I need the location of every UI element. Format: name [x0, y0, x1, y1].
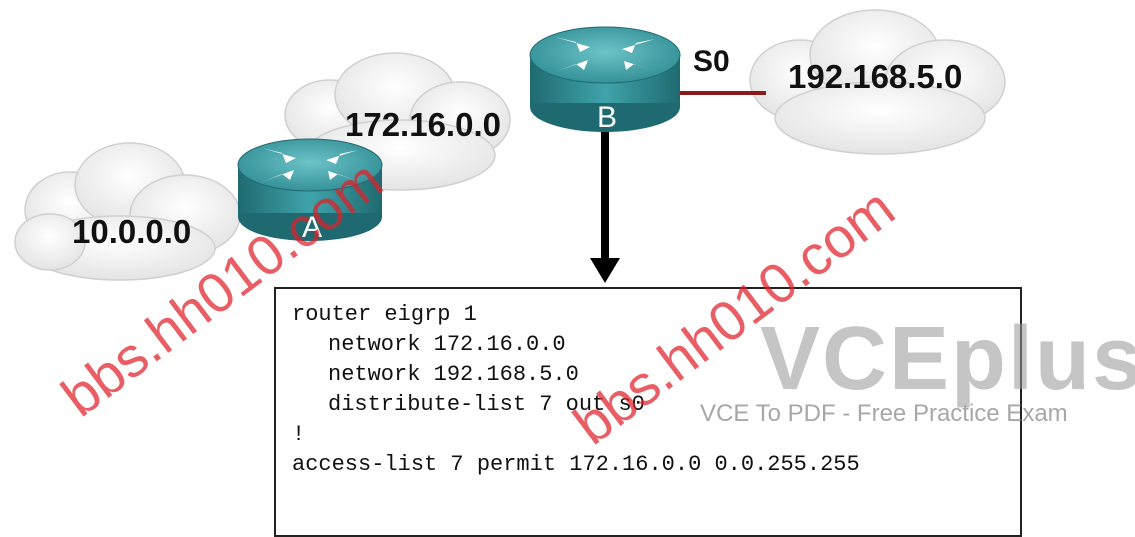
vce-tagline: VCE To PDF - Free Practice Exam [700, 400, 1068, 427]
config-pointer-arrow [590, 132, 620, 283]
config-line-network-172: network 172.16.0.0 [328, 332, 566, 357]
config-line-access-list: access-list 7 permit 172.16.0.0 0.0.255.… [292, 452, 860, 477]
router-a-icon [237, 138, 383, 241]
config-line-router: router eigrp 1 [292, 302, 477, 327]
config-line-network-192: network 192.168.5.0 [328, 362, 579, 387]
cloud-network-left [14, 142, 241, 281]
router-b-icon [529, 26, 681, 132]
network-label-10: 10.0.0.0 [72, 213, 192, 250]
config-line-distribute-list: distribute-list 7 out s0 [328, 392, 645, 417]
network-label-192: 192.168.5.0 [788, 58, 963, 95]
router-a-label: A [302, 211, 323, 244]
router-b-label: B [597, 101, 618, 134]
vce-logo-text: VCEplus [760, 309, 1135, 409]
config-line-separator: ! [292, 422, 306, 447]
interface-label-s0: S0 [693, 45, 730, 78]
cloud-network-right [749, 9, 1006, 155]
network-label-172: 172.16.0.0 [345, 106, 501, 143]
